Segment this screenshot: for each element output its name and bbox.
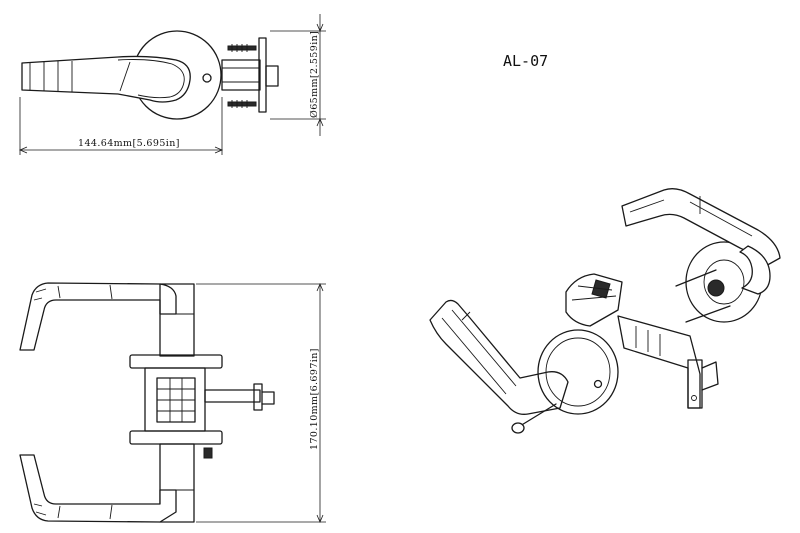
lower-rose <box>129 430 223 445</box>
latch-bolt-exploded <box>701 361 719 391</box>
model-label: AL-07 <box>503 52 548 70</box>
mount-pin-2 <box>685 305 731 323</box>
diameter-dimension-label: Ø65mm[2.559in] <box>309 31 320 118</box>
lower-lever <box>19 454 177 523</box>
bolt-cap <box>511 422 525 434</box>
latch-bolt-front <box>261 391 275 405</box>
front-view: 170.10mm[6.697in] <box>19 282 326 524</box>
keyhole <box>202 73 212 83</box>
through-bolt <box>519 403 557 427</box>
height-dimension-label: 170.10mm[6.697in] <box>309 348 320 450</box>
length-dimension-label: 144.64mm[5.695in] <box>78 138 180 149</box>
exploded-view <box>429 188 781 434</box>
screw-top <box>227 44 257 52</box>
lower-collar <box>159 443 195 523</box>
upper-collar <box>159 283 195 357</box>
mount-pin-1 <box>675 269 717 287</box>
upper-lever <box>19 282 177 351</box>
outer-lever <box>429 299 569 415</box>
latch-face <box>687 359 703 409</box>
top-view: Ø65mm[2.559in] 144.64mm[5.695in] <box>18 14 326 155</box>
lever-handle <box>21 55 191 103</box>
rose-screw <box>203 447 213 459</box>
latch-body <box>221 59 261 91</box>
outer-rose <box>537 329 619 415</box>
upper-rose <box>129 354 223 369</box>
screw-bottom <box>227 100 257 108</box>
latch-bolt <box>265 65 279 87</box>
latch-plate <box>253 383 263 411</box>
latch-tube <box>204 389 261 403</box>
inner-mechanism <box>707 279 725 297</box>
outer-keyhole <box>593 379 603 389</box>
